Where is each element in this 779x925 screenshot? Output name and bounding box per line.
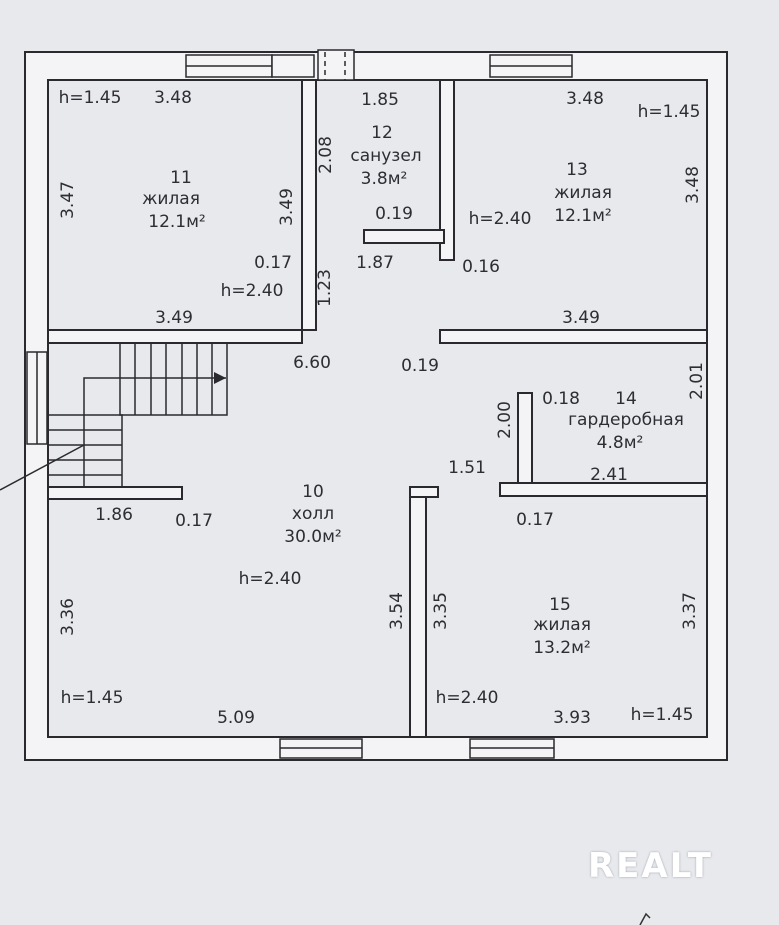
dimension-label: 0.19 [401, 356, 439, 376]
interior-walls [47, 79, 708, 738]
room-number: 13 [566, 160, 588, 180]
dimension-label: 1.85 [361, 90, 399, 110]
dimension-label: 0.17 [254, 253, 292, 273]
room-10-label: 10 холл 30.0м² [284, 482, 342, 547]
height-label: h=2.40 [436, 688, 499, 708]
room-number: 15 [549, 595, 571, 615]
pen-mark [639, 912, 651, 925]
dimension-label: 3.48 [683, 166, 703, 204]
height-label: h=2.40 [239, 569, 302, 589]
dimension-label: 3.93 [553, 708, 591, 728]
room-number: 11 [170, 168, 192, 188]
dimension-label: 3.36 [58, 598, 78, 636]
staircase [0, 342, 228, 491]
dimension-label: 3.37 [680, 592, 700, 630]
dimension-label: 3.35 [431, 592, 451, 630]
dimension-label: 1.86 [95, 505, 133, 525]
room-number: 12 [371, 123, 393, 143]
room-type: санузел [350, 146, 421, 166]
room-number: 10 [302, 482, 324, 502]
room-number: 14 [615, 389, 637, 409]
dimension-label: 2.08 [316, 136, 336, 174]
room-type: гардеробная [568, 410, 684, 430]
dimension-label: 3.49 [562, 308, 600, 328]
height-label: h=1.45 [631, 705, 694, 725]
dimension-label: 3.48 [566, 89, 604, 109]
room-type: холл [292, 504, 334, 524]
room-type: жилая [142, 189, 200, 209]
room-area: 3.8м² [361, 169, 408, 189]
dimension-label: 0.17 [516, 510, 554, 530]
room-13-label: 13 жилая 12.1м² [554, 160, 612, 226]
dimension-label: 3.47 [58, 181, 78, 219]
height-label: h=2.40 [221, 281, 284, 301]
room-area: 30.0м² [284, 527, 342, 547]
dimension-label: 1.51 [448, 458, 486, 478]
ceiling-heights: h=1.45 h=1.45 h=2.40 h=2.40 h=2.40 h=1.4… [59, 88, 701, 725]
dimension-label: 2.00 [495, 401, 515, 439]
windows [26, 49, 573, 759]
room-type: жилая [554, 183, 612, 203]
room-area: 4.8м² [597, 433, 644, 453]
dimension-label: 3.49 [277, 188, 297, 226]
room-11-label: 11 жилая 12.1м² [142, 168, 206, 232]
watermark-logo: REALT [588, 846, 713, 886]
height-label: h=1.45 [638, 102, 701, 122]
room-area: 12.1м² [148, 212, 206, 232]
dimension-label: 0.17 [175, 511, 213, 531]
room-15-label: 15 жилая 13.2м² [533, 595, 591, 658]
stair-arrow-icon [214, 372, 226, 384]
height-label: h=1.45 [59, 88, 122, 108]
room-type: жилая [533, 615, 591, 635]
outer-wall [24, 51, 728, 761]
dimension-label: 3.54 [387, 592, 407, 630]
room-12-label: 12 санузел 3.8м² [350, 123, 421, 189]
dimension-label: 0.18 [542, 389, 580, 409]
height-label: h=1.45 [61, 688, 124, 708]
height-label: h=2.40 [469, 209, 532, 229]
dimension-label: 3.48 [154, 88, 192, 108]
dimension-label: 3.49 [155, 308, 193, 328]
dimension-label: 2.41 [590, 465, 628, 485]
dimension-label: 0.19 [375, 204, 413, 224]
dimension-label: 2.01 [687, 362, 707, 400]
dimension-label: 1.87 [356, 253, 394, 273]
dimension-labels: 3.48 1.85 3.48 2.08 3.47 3.49 3.48 0.19 … [58, 88, 707, 728]
dimension-label: 0.16 [462, 257, 500, 277]
dimension-label: 6.60 [293, 353, 331, 373]
dimension-label: 1.23 [315, 269, 335, 307]
room-area: 12.1м² [554, 206, 612, 226]
room-14-label: 14 гардеробная 4.8м² [568, 389, 684, 453]
room-area: 13.2м² [533, 638, 591, 658]
dimension-label: 5.09 [217, 708, 255, 728]
